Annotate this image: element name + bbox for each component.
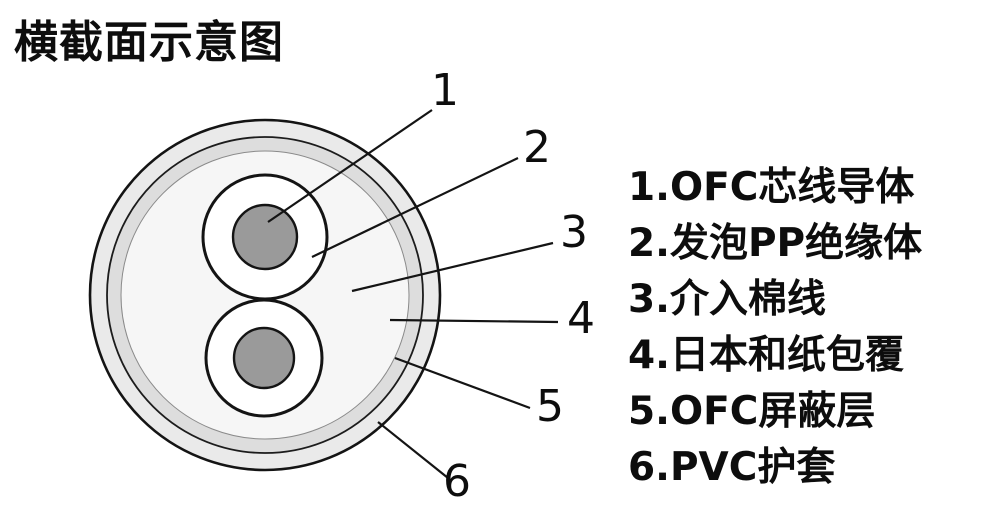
callout-line-4 [389,318,559,324]
legend-item-4: 4.日本和纸包覆 [628,333,904,378]
legend-item-2: 2.发泡PP绝缘体 [628,221,923,266]
callout-line-1 [267,109,433,223]
callout-line-5 [394,356,531,410]
conductor-top-core [231,203,299,271]
page-title: 横截面示意图 [14,17,284,68]
legend-item-6: 6.PVC护套 [628,445,836,490]
callout-line-2 [311,157,519,258]
callout-number-4: 4 [567,293,595,344]
callout-number-1: 1 [431,65,459,116]
conductor-bottom-core [232,326,296,390]
callout-lines [267,109,559,479]
callout-line-6 [377,421,449,479]
callout-numbers: 1 2 3 4 5 6 [431,65,595,507]
callout-number-6: 6 [443,456,471,507]
callout-number-5: 5 [536,381,564,432]
callout-number-2: 2 [523,122,551,173]
cable-body [88,118,442,472]
callout-number-3: 3 [560,207,588,258]
legend-item-1: 1.OFC芯线导体 [628,165,915,210]
callout-line-3 [351,241,554,293]
legend: 1.OFC芯线导体 2.发泡PP绝缘体 3.介入棉线 4.日本和纸包覆 5.OF… [628,160,922,496]
legend-item-3: 3.介入棉线 [628,277,826,322]
legend-item-5: 5.OFC屏蔽层 [628,389,876,434]
